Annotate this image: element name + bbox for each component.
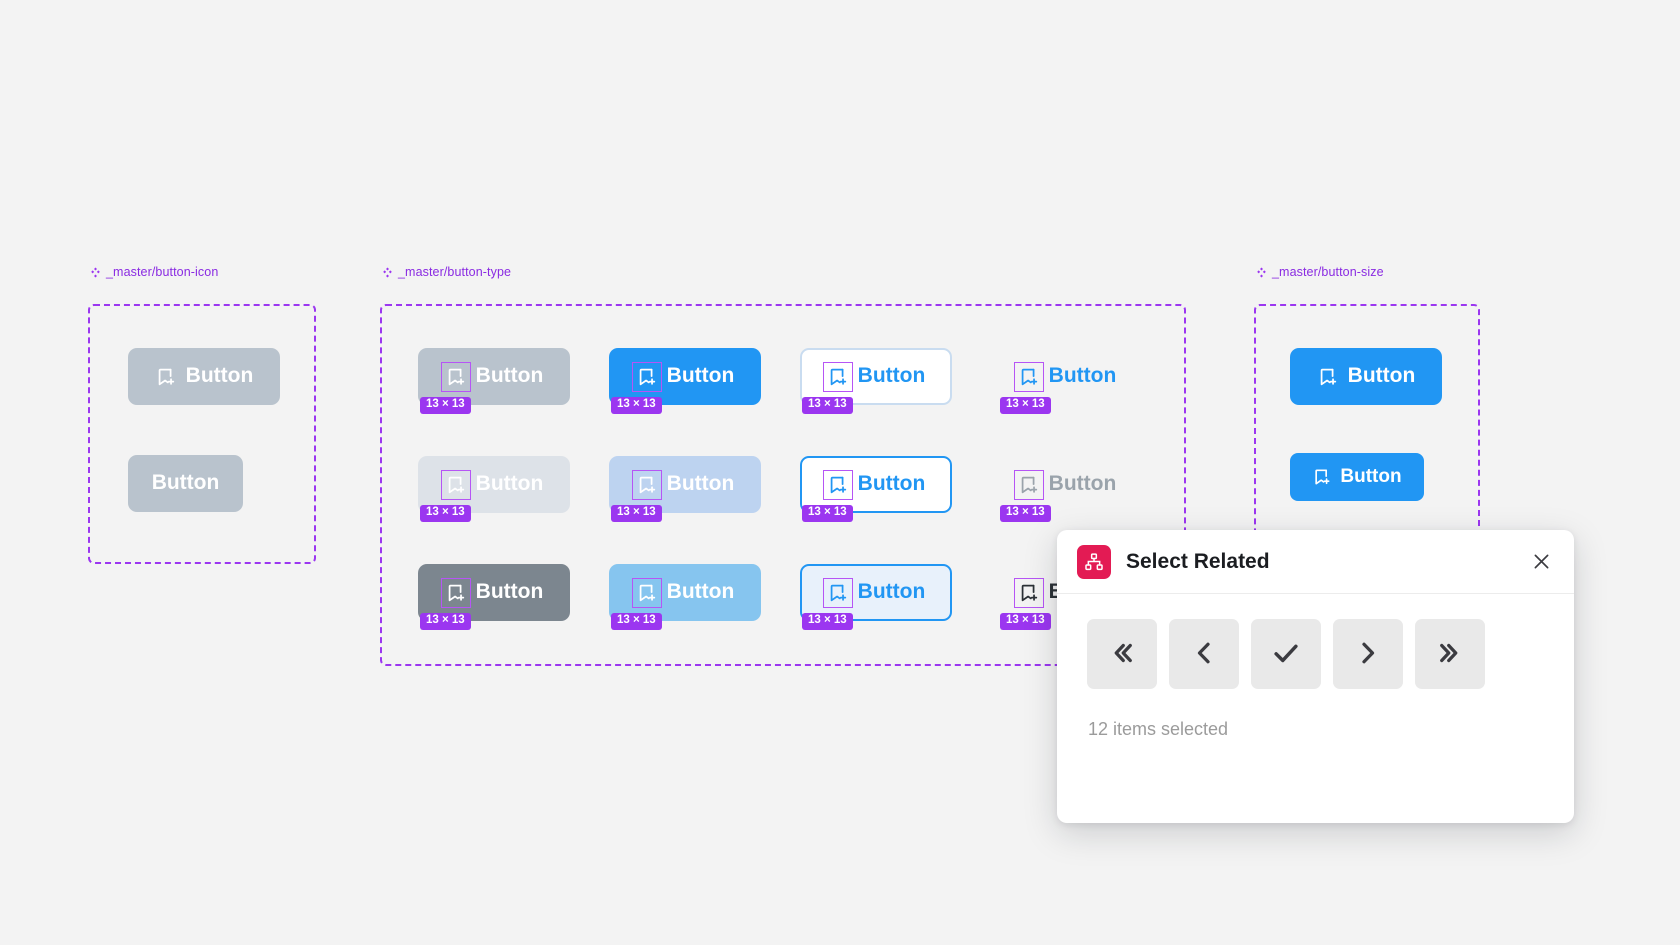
size-badge: 13 × 13 bbox=[1000, 397, 1051, 414]
button-label: Button bbox=[475, 364, 544, 387]
double-chevron-right-icon bbox=[1435, 638, 1465, 671]
navigation-button-row bbox=[1087, 619, 1544, 689]
button-default-primary[interactable]: Button bbox=[609, 348, 761, 405]
bookmark-add-icon bbox=[1317, 366, 1339, 388]
button-default-secondary[interactable]: Button bbox=[418, 348, 570, 405]
previous-button[interactable] bbox=[1169, 619, 1239, 689]
button-size-large[interactable]: Button bbox=[1290, 348, 1442, 405]
button-grey-with-icon[interactable]: Button bbox=[128, 348, 280, 405]
button-disabled-text[interactable]: Button bbox=[991, 456, 1143, 513]
button-pressed-primary[interactable]: Button bbox=[609, 564, 761, 621]
diamond-component-icon bbox=[382, 267, 393, 278]
frame-box-button-type[interactable] bbox=[380, 304, 1186, 666]
bookmark-add-icon bbox=[631, 577, 662, 608]
chevron-right-icon bbox=[1353, 638, 1383, 671]
select-related-dialog: Select Related bbox=[1057, 530, 1574, 823]
frame-box-button-size[interactable] bbox=[1254, 304, 1480, 564]
button-label: Button bbox=[1048, 364, 1117, 387]
button-disabled-primary[interactable]: Button bbox=[609, 456, 761, 513]
frame-box-button-icon[interactable] bbox=[88, 304, 316, 564]
frame-label-button-type[interactable]: _master/button-type bbox=[382, 265, 511, 279]
button-label: Button bbox=[666, 472, 735, 495]
button-label: Button bbox=[666, 364, 735, 387]
size-badge: 13 × 13 bbox=[611, 505, 662, 522]
bookmark-add-icon bbox=[631, 469, 662, 500]
frame-label-text: _master/button-type bbox=[398, 265, 512, 279]
selection-status-text: 12 items selected bbox=[1088, 719, 1229, 739]
bookmark-add-icon bbox=[440, 361, 471, 392]
bookmark-add-icon bbox=[440, 469, 471, 500]
size-badge: 13 × 13 bbox=[802, 397, 853, 414]
button-label: Button bbox=[857, 580, 926, 603]
first-button[interactable] bbox=[1087, 619, 1157, 689]
frame-label-button-icon[interactable]: _master/button-icon bbox=[90, 265, 218, 279]
double-chevron-left-icon bbox=[1107, 638, 1137, 671]
button-label: Button bbox=[1340, 465, 1402, 487]
close-icon[interactable] bbox=[1526, 547, 1556, 577]
button-grey-no-icon[interactable]: Button bbox=[128, 455, 243, 512]
frame-label-text: _master/button-icon bbox=[106, 265, 219, 279]
size-badge: 13 × 13 bbox=[420, 613, 471, 630]
bookmark-add-icon bbox=[822, 469, 853, 500]
bookmark-add-icon bbox=[1013, 469, 1044, 500]
button-disabled-secondary[interactable]: Button bbox=[418, 456, 570, 513]
button-default-outline[interactable]: Button bbox=[800, 348, 952, 405]
dialog-header: Select Related bbox=[1057, 530, 1574, 594]
bookmark-add-icon bbox=[155, 366, 177, 388]
bookmark-add-icon bbox=[1013, 577, 1044, 608]
diamond-component-icon bbox=[1256, 267, 1267, 278]
button-label: Button bbox=[1347, 364, 1416, 387]
size-badge: 13 × 13 bbox=[1000, 505, 1051, 522]
chevron-left-icon bbox=[1189, 638, 1219, 671]
button-label: Button bbox=[857, 364, 926, 387]
size-badge: 13 × 13 bbox=[1000, 613, 1051, 630]
size-badge: 13 × 13 bbox=[802, 613, 853, 630]
button-label: Button bbox=[475, 580, 544, 603]
size-badge: 13 × 13 bbox=[420, 505, 471, 522]
diamond-component-icon bbox=[90, 267, 101, 278]
dialog-title: Select Related bbox=[1126, 549, 1270, 573]
button-pressed-outline[interactable]: Button bbox=[800, 564, 952, 621]
size-badge: 13 × 13 bbox=[420, 397, 471, 414]
button-size-small[interactable]: Button bbox=[1290, 453, 1424, 501]
confirm-button[interactable] bbox=[1251, 619, 1321, 689]
frame-label-text: _master/button-size bbox=[1272, 265, 1384, 279]
bookmark-add-icon bbox=[822, 577, 853, 608]
button-pressed-secondary[interactable]: Button bbox=[418, 564, 570, 621]
dialog-body: 12 items selected bbox=[1057, 594, 1574, 740]
bookmark-add-icon bbox=[1312, 467, 1332, 487]
button-label: Button bbox=[151, 471, 220, 494]
bookmark-add-icon bbox=[1013, 361, 1044, 392]
frame-label-button-size[interactable]: _master/button-size bbox=[1256, 265, 1384, 279]
button-label: Button bbox=[475, 472, 544, 495]
button-label: Button bbox=[1048, 472, 1117, 495]
button-default-text[interactable]: Button bbox=[991, 348, 1143, 405]
size-badge: 13 × 13 bbox=[611, 613, 662, 630]
bookmark-add-icon bbox=[822, 361, 853, 392]
next-button[interactable] bbox=[1333, 619, 1403, 689]
check-icon bbox=[1270, 637, 1302, 672]
button-label: Button bbox=[185, 364, 254, 387]
button-hover-outline[interactable]: Button bbox=[800, 456, 952, 513]
button-label: Button bbox=[666, 580, 735, 603]
bookmark-add-icon bbox=[631, 361, 662, 392]
size-badge: 13 × 13 bbox=[611, 397, 662, 414]
size-badge: 13 × 13 bbox=[802, 505, 853, 522]
bookmark-add-icon bbox=[440, 577, 471, 608]
hierarchy-icon bbox=[1077, 544, 1111, 579]
button-label: Button bbox=[857, 472, 926, 495]
last-button[interactable] bbox=[1415, 619, 1485, 689]
